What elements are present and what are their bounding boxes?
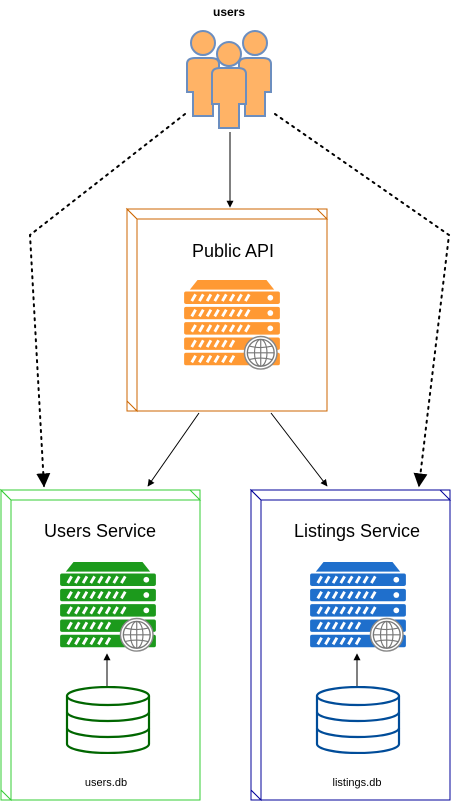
edge-users-to-users-service [28,113,186,488]
edge-api-to-users-service [147,412,200,487]
database-icon [315,686,401,754]
listings-service-title: Listings Service [294,521,420,541]
listings-service-node[interactable]: Listings Service listings.db [249,488,452,801]
server-globe-icon [310,562,406,653]
public-api-node[interactable]: Public API [125,207,329,413]
public-api-title: Public API [192,241,274,261]
users-service-title: Users Service [44,521,156,541]
users-actor-label: users [213,5,245,19]
users-service-node[interactable]: Users Service users.db [0,488,202,801]
server-globe-icon [60,562,156,653]
listings-db-label: listings.db [333,777,382,789]
edge-api-to-listings-service [270,412,328,487]
database-icon [65,686,151,754]
users-db-label: users.db [85,777,127,789]
edge-users-to-listings-service [274,113,451,488]
server-globe-icon [184,280,280,371]
users-group-icon [186,30,272,129]
